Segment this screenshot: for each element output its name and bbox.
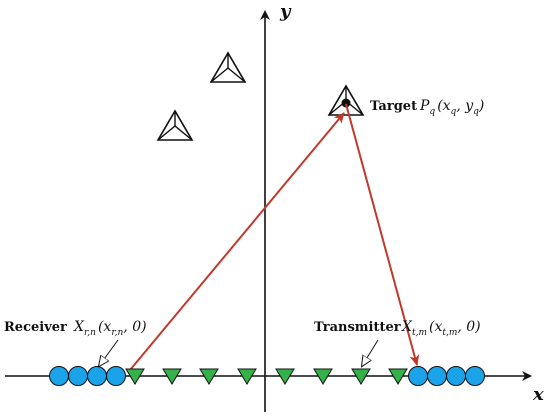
receiver-element (408, 366, 428, 386)
receiver-element (446, 366, 466, 386)
receiver-array-right (408, 366, 485, 386)
transmitter-element (237, 368, 257, 385)
target-label: Target Pq(xq, yq) (370, 98, 484, 117)
transmitter-element (351, 368, 371, 385)
transmitter-element (313, 368, 333, 385)
receiver-label: Receiver Xr,n(xr,n, 0) (4, 319, 147, 338)
transmitter-element (125, 368, 145, 385)
receiver-pointer (99, 339, 119, 366)
receiver-label-text: Receiver (4, 320, 67, 335)
transmitter-array (125, 368, 408, 385)
receiver-element (427, 366, 447, 386)
receiver-element (49, 366, 69, 386)
tx-to-target-path (345, 103, 420, 366)
main-target-icon (327, 84, 365, 116)
y-axis-label: y (279, 1, 292, 22)
receiver-math: Xr,n(xr,n, 0) (73, 319, 147, 338)
receiver-element (68, 366, 88, 386)
receiver-element (87, 366, 107, 386)
transmitter-math: Xt,m(xt,m, 0) (401, 319, 481, 338)
transmitter-element (388, 368, 408, 385)
target-math: Pq(xq, yq) (419, 98, 484, 117)
x-axis-label: x (532, 384, 544, 405)
receiver-element (106, 366, 126, 386)
target-icon-2 (156, 109, 194, 141)
target-icon-1 (209, 51, 247, 83)
target-to-rx-path (129, 112, 345, 371)
target-label-text: Target (370, 99, 417, 114)
transmitter-label-text: Transmitter (314, 320, 401, 335)
transmitter-element (162, 368, 182, 385)
transmitter-element (199, 368, 219, 385)
receiver-array-left (49, 366, 126, 386)
receiver-element (465, 366, 485, 386)
transmitter-pointer (362, 339, 379, 366)
transmitter-label: Transmitter Xt,m(xt,m, 0) (314, 319, 481, 338)
transmitter-element (275, 368, 295, 385)
